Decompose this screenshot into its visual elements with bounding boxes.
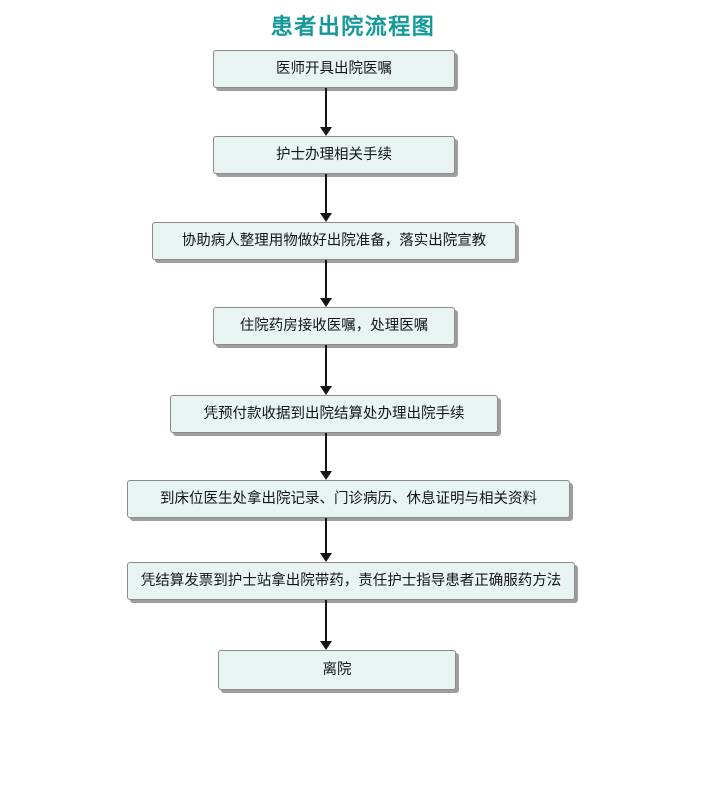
page-title: 患者出院流程图 [270,14,436,39]
flow-arrow-n2-to-n3 [318,174,334,222]
arrow-line [325,260,327,299]
flow-node-step-5: 凭预付款收据到出院结算处办理出院手续 [170,395,498,433]
arrow-head-icon [320,127,332,136]
arrow-head-icon [320,213,332,222]
flow-node-label: 凭预付款收据到出院结算处办理出院手续 [203,405,465,422]
flow-node-step-2: 护士办理相关手续 [213,136,455,174]
flow-node-step-6: 到床位医生处拿出院记录、门诊病历、休息证明与相关资料 [127,480,570,518]
flow-arrow-n3-to-n4 [318,260,334,307]
arrow-line [325,88,327,128]
flow-node-label: 协助病人整理用物做好出院准备，落实出院宣教 [181,232,487,249]
flow-node-label: 离院 [322,661,352,678]
flow-node-step-3: 协助病人整理用物做好出院准备，落实出院宣教 [152,222,516,260]
flow-arrow-n1-to-n2 [318,88,334,136]
flow-arrow-n5-to-n6 [318,433,334,480]
arrow-line [325,600,327,642]
flow-node-label: 凭结算发票到护士站拿出院带药，责任护士指导患者正确服药方法 [140,572,562,589]
flow-node-label: 住院药房接收医嘱，处理医嘱 [239,317,429,334]
arrow-line [325,518,327,554]
flow-arrow-n6-to-n7 [318,518,334,562]
arrow-head-icon [320,386,332,395]
arrow-head-icon [320,298,332,307]
arrow-head-icon [320,641,332,650]
flow-node-step-1: 医师开具出院医嘱 [213,50,455,88]
arrow-head-icon [320,553,332,562]
flow-node-step-8: 离院 [218,650,456,690]
flow-arrow-n4-to-n5 [318,345,334,395]
arrow-head-icon [320,471,332,480]
arrow-line [325,174,327,214]
arrow-line [325,433,327,472]
flow-arrow-n7-to-n8 [318,600,334,650]
flow-node-label: 到床位医生处拿出院记录、门诊病历、休息证明与相关资料 [160,490,537,507]
flow-node-step-7: 凭结算发票到护士站拿出院带药，责任护士指导患者正确服药方法 [127,562,575,600]
flow-node-label: 医师开具出院医嘱 [276,60,392,77]
flow-node-step-4: 住院药房接收医嘱，处理医嘱 [213,307,455,345]
arrow-line [325,345,327,387]
flow-node-label: 护士办理相关手续 [276,146,392,163]
